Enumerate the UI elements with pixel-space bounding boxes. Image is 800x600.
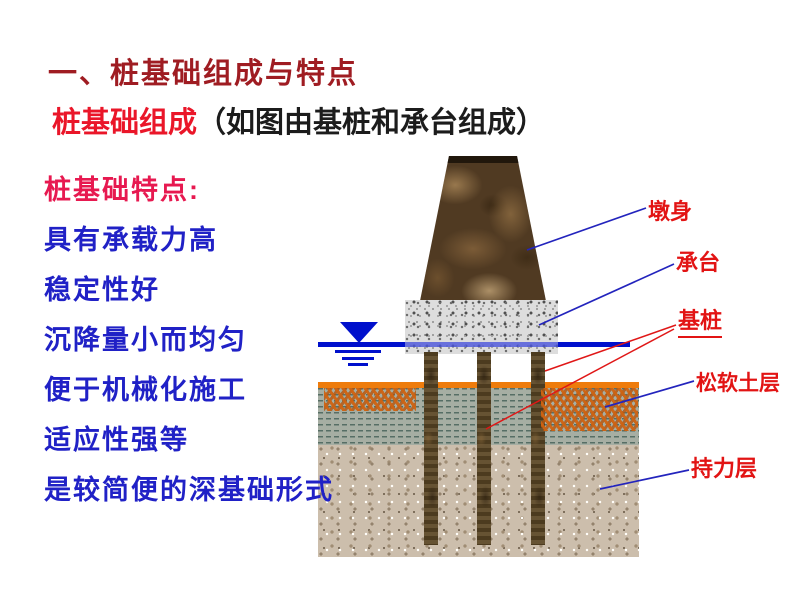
feature-item: 沉降量小而均匀 [44,325,247,355]
water-line [405,342,558,347]
features-heading: 桩基础特点: [44,175,200,205]
subtitle-highlight: 桩基础组成 [52,107,198,139]
feature-item: 便于机械化施工 [44,375,247,405]
soil-hatch-marks [541,388,638,431]
feature-item: 具有承载力高 [44,225,218,255]
water-line [318,342,405,347]
water-level-icon [342,357,374,360]
water-level-icon [340,322,378,343]
subtitle: 桩基础组成（如图由基桩和承台组成） [52,99,545,141]
feature-item: 适应性强等 [44,425,189,455]
page-title: 一、桩基础组成与特点 [48,58,359,90]
pier-leader-line [526,207,647,251]
bearing-layer-label: 持力层 [691,456,758,481]
pier-shape [420,156,546,301]
cap-leader-line [538,263,675,326]
feature-item: 是较简便的深基础形式 [44,475,334,505]
feature-item: 稳定性好 [44,275,160,305]
pier-label: 墩身 [648,199,693,224]
pile-shape [531,352,545,545]
water-level-icon [348,363,368,366]
pile-leader-line [544,324,677,372]
pile-shape [477,352,491,545]
pile-label: 基桩 [678,303,723,338]
cap-label: 承台 [676,250,721,275]
subtitle-rest: （如图由基桩和承台组成） [197,107,546,139]
water-level-icon [335,350,381,353]
pile-shape [424,352,438,545]
water-line [558,342,630,347]
soft-soil-label: 松软土层 [696,372,780,395]
soil-hatch-marks [324,388,416,411]
features-list: 桩基础特点: 具有承载力高 稳定性好 沉降量小而均匀 便于机械化施工 适应性强等… [44,165,334,515]
